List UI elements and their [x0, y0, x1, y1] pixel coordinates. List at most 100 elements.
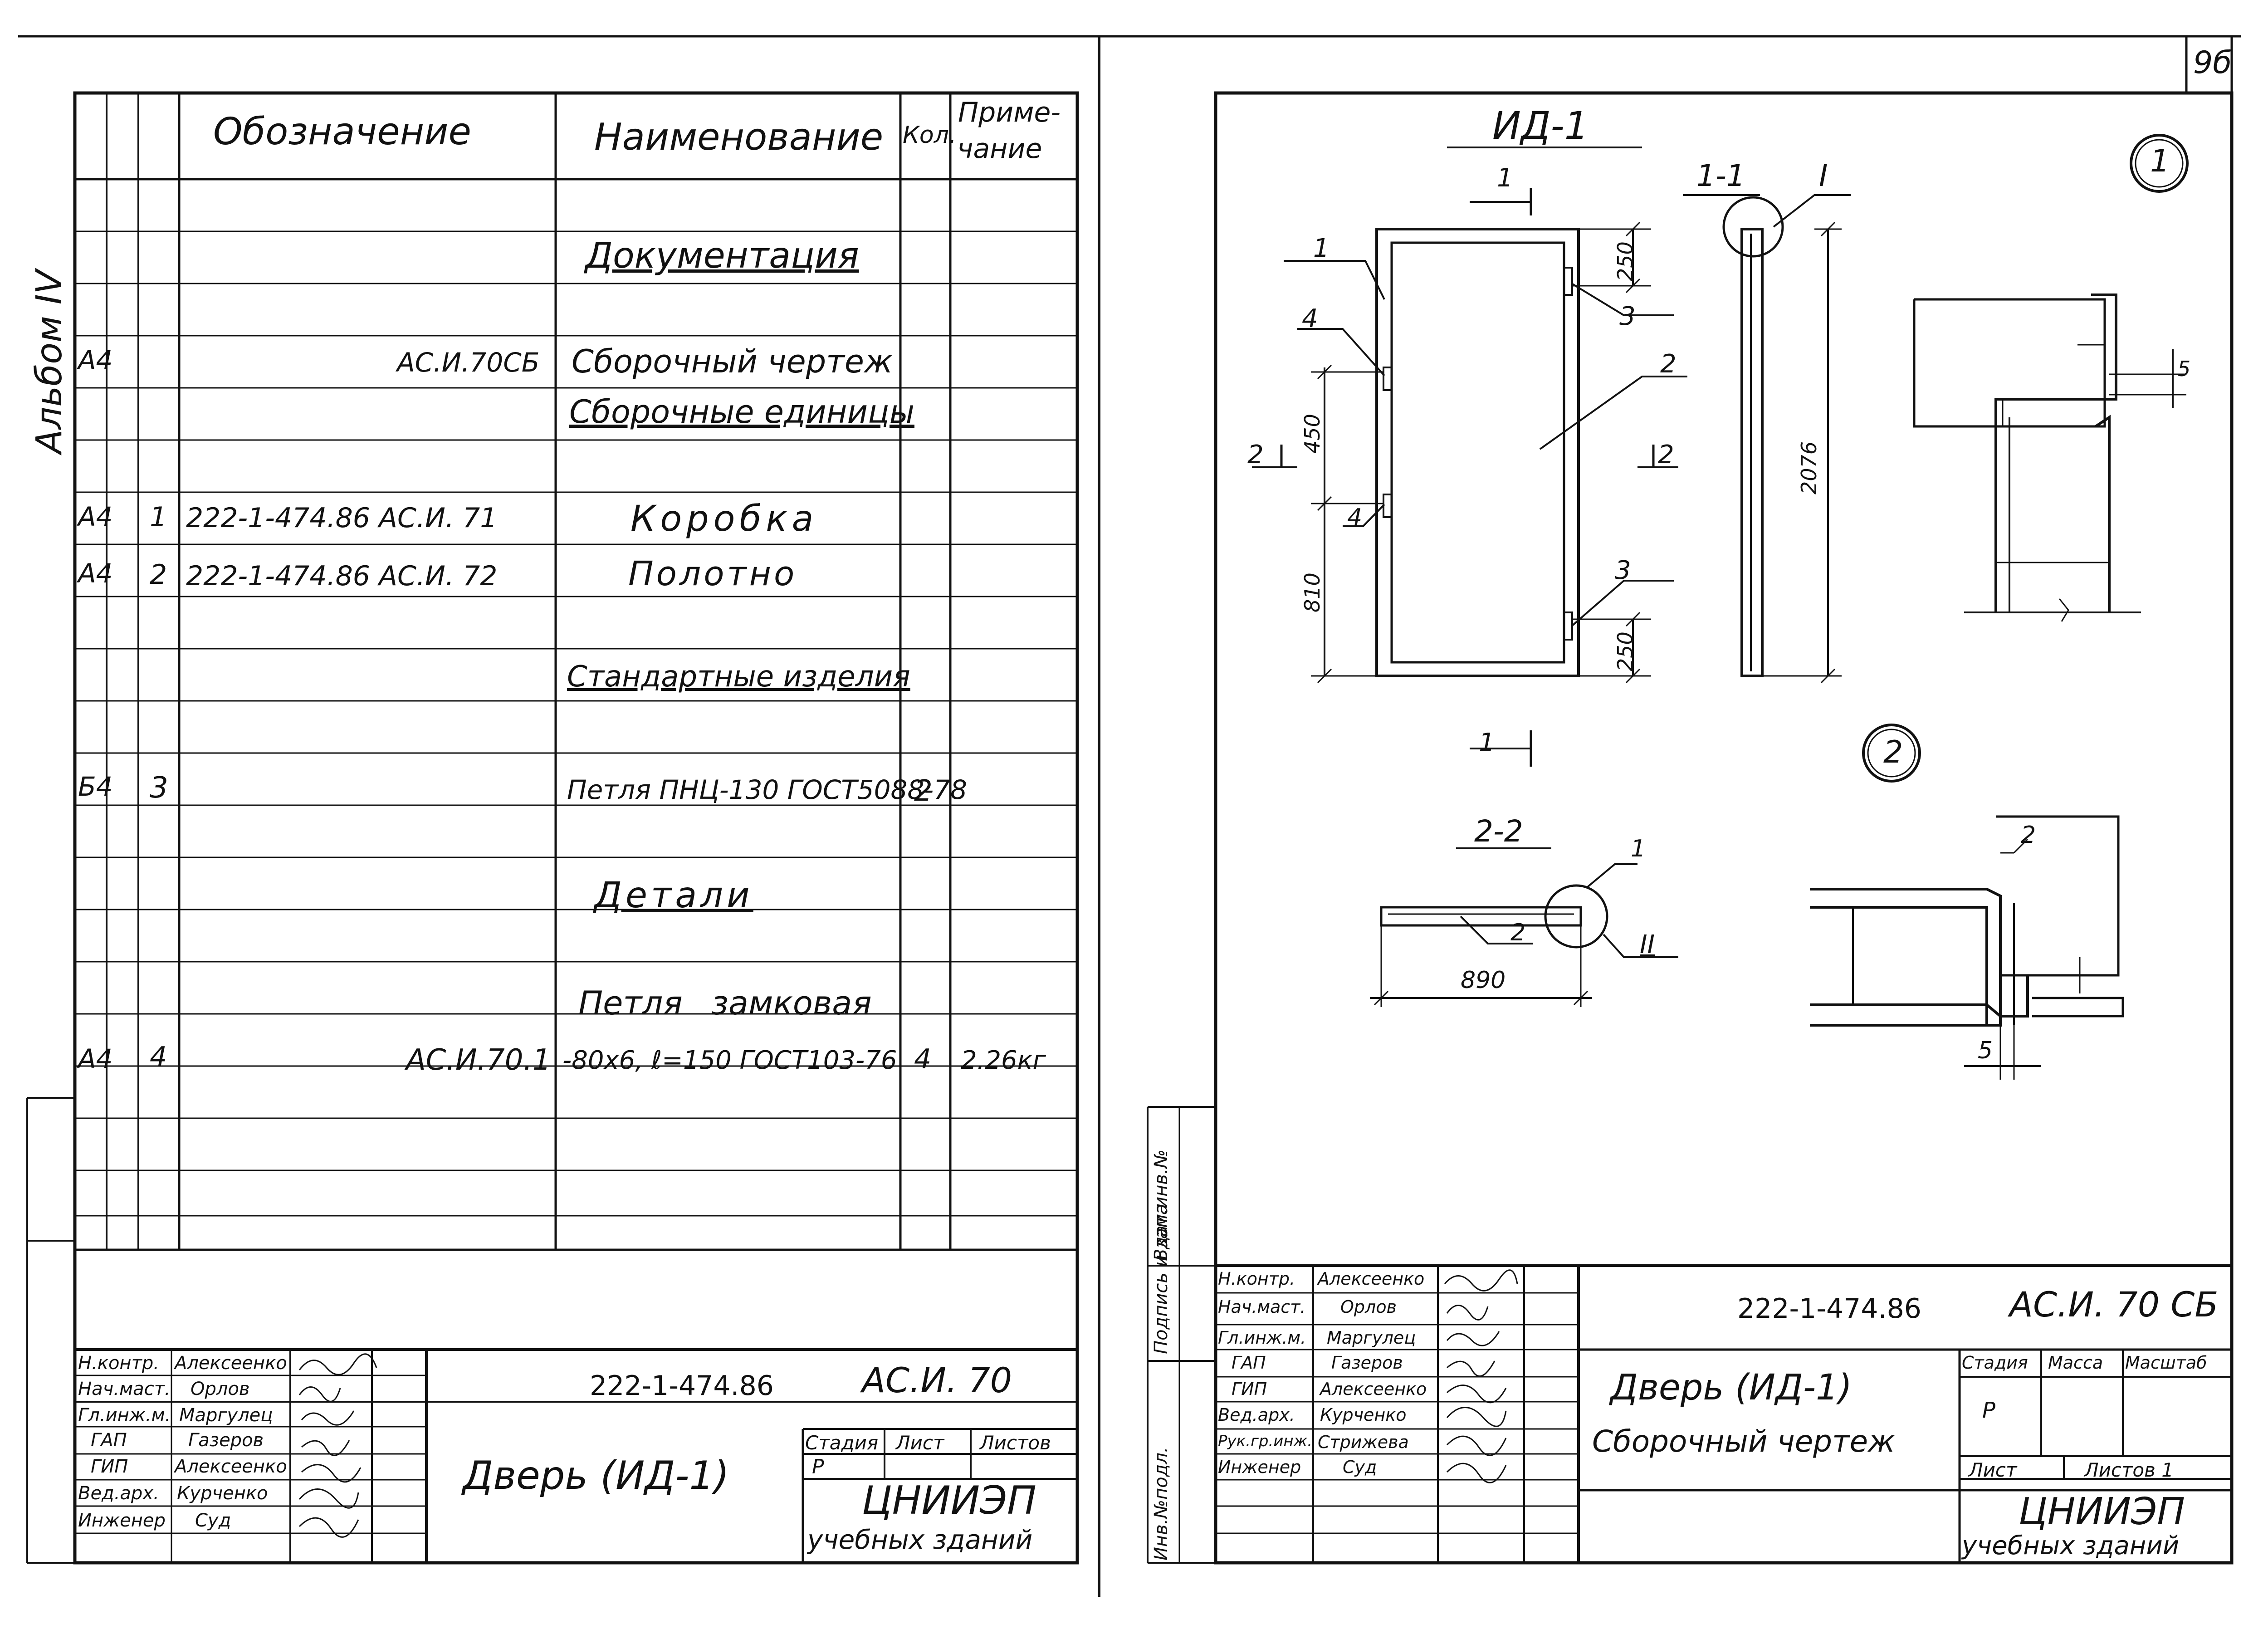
- right-sig-name: Газеров: [1331, 1353, 1403, 1373]
- page-number: 9б: [2193, 45, 2232, 81]
- door-elevation: [1252, 147, 1687, 767]
- right-stage-value: Р: [1982, 1398, 1995, 1423]
- right-sig-name: Алексеенко: [1320, 1379, 1427, 1399]
- node-I-label: I: [1819, 158, 1828, 193]
- right-sig-role: Инженер: [1218, 1457, 1301, 1477]
- signatures-right: [1444, 1269, 1518, 1483]
- right-sig-role: Гл.инж.м.: [1218, 1328, 1306, 1348]
- row-name: -80х6, ℓ=150 ГОСТ103-76: [562, 1046, 897, 1075]
- right-sig-name: Орлов: [1340, 1297, 1397, 1317]
- signatures-left: [298, 1353, 377, 1538]
- right-subtitle: Сборочный чертеж: [1592, 1424, 1895, 1459]
- row-qty: 4: [914, 1043, 932, 1075]
- header-note-1: Приме-: [958, 97, 1061, 128]
- right-sig-role: Н.контр.: [1218, 1269, 1295, 1289]
- row-format: А4: [78, 1043, 113, 1074]
- dim-5-node1: 5: [2177, 357, 2191, 381]
- row-name: Петля ПНЦ-130 ГОСТ5088-78: [567, 774, 968, 805]
- right-code: 222-1-474.86: [1737, 1293, 1921, 1325]
- cut-label-2-right: 2: [1658, 440, 1674, 470]
- row-note: 2.26кг: [961, 1046, 1046, 1075]
- cut-label-1-bottom: 1: [1479, 728, 1495, 758]
- row-format: Б4: [78, 771, 113, 802]
- row-pos: 4: [150, 1041, 167, 1073]
- node-II-label: II: [1640, 930, 1655, 959]
- left-sig-role: Нач.маст.: [78, 1379, 171, 1399]
- header-qty: Кол.: [903, 122, 957, 149]
- right-sig-role: Нач.маст.: [1218, 1297, 1306, 1317]
- row-name: Коробка: [631, 499, 818, 539]
- right-stage-label: Стадия: [1962, 1353, 2028, 1373]
- section-2-2: [1370, 847, 1678, 1007]
- drawing-title: ИД-1: [1492, 103, 1589, 148]
- section-1-1-label: 1-1: [1696, 158, 1745, 193]
- left-sig-role: Инженер: [78, 1510, 166, 1531]
- right-title: Дверь (ИД-1): [1610, 1367, 1853, 1408]
- row-designation: АС.И.70СБ: [397, 347, 540, 378]
- callout-3-bottom: 3: [1615, 556, 1631, 585]
- header-name: Наименование: [594, 116, 884, 159]
- row-name: Сборочный чертеж: [572, 343, 893, 380]
- right-org-2: учебных зданий: [1962, 1531, 2180, 1561]
- left-sig-name: Курченко: [177, 1483, 268, 1504]
- row-designation: 222-1-474.86 АС.И. 71: [186, 502, 498, 534]
- row-pos: 1: [150, 501, 167, 533]
- dim-810: 810: [1300, 572, 1325, 612]
- header-designation: Обозначение: [213, 110, 471, 153]
- right-sheets-label: Листов 1: [2084, 1459, 2174, 1481]
- node-1-detail: [1913, 134, 2189, 622]
- right-mass-label: Масса: [2048, 1353, 2103, 1373]
- cut-label-2-left: 2: [1247, 440, 1264, 470]
- right-sig-role: ГИП: [1232, 1379, 1267, 1399]
- left-stage-value: Р: [812, 1455, 824, 1478]
- circle-2-label: 2: [1883, 734, 1903, 770]
- callout-4-top: 4: [1302, 304, 1318, 333]
- dim-250-bottom: 250: [1613, 631, 1637, 671]
- right-sig-role: Рук.гр.инж.: [1218, 1432, 1312, 1450]
- left-stage-label: Стадия: [805, 1432, 879, 1454]
- album-label: Альбом IV: [29, 269, 70, 454]
- callout-1-sec22: 1: [1631, 835, 1646, 862]
- stamp-vzam-inv: Взам.инв.№: [1151, 1149, 1172, 1261]
- left-sig-role: Н.контр.: [78, 1353, 159, 1374]
- right-sig-name: Алексеенко: [1318, 1269, 1425, 1289]
- circle-1-label: 1: [2150, 143, 2170, 179]
- left-sig-name: Газеров: [188, 1430, 264, 1451]
- callout-4-bottom: 4: [1347, 504, 1363, 531]
- callout-2-node2: 2: [2021, 822, 2036, 849]
- row-name: Полотно: [628, 554, 797, 593]
- right-scale-label: Масштаб: [2125, 1353, 2207, 1373]
- left-sig-name: Суд: [195, 1510, 231, 1531]
- dim-890: 890: [1461, 967, 1506, 994]
- section-2-2-label: 2-2: [1474, 814, 1523, 849]
- left-sig-name: Маргулец: [179, 1405, 273, 1426]
- left-org-2: учебных зданий: [807, 1524, 1033, 1555]
- left-sig-role: Вед.арх.: [78, 1483, 159, 1504]
- callout-2-sec22: 2: [1510, 919, 1526, 946]
- callout-1: 1: [1313, 234, 1330, 263]
- row-format: А4: [78, 558, 113, 589]
- row-qty: 2: [914, 774, 933, 808]
- row-name: Петля замковая: [578, 984, 872, 1022]
- left-title: Дверь (ИД-1): [463, 1453, 729, 1498]
- dim-2076: 2076: [1797, 441, 1821, 494]
- row-designation: АС.И.70.1: [406, 1043, 551, 1077]
- stamp-inv-podl: Инв.№подл.: [1151, 1447, 1172, 1561]
- row-designation: 222-1-474.86 АС.И. 72: [186, 560, 498, 592]
- left-sig-role: ГИП: [91, 1456, 128, 1477]
- node-2-detail: [1810, 724, 2124, 1080]
- right-org-1: ЦНИИЭП: [2019, 1490, 2185, 1533]
- row-format: А4: [78, 345, 113, 376]
- right-doc: АС.И. 70 СБ: [2009, 1284, 2219, 1325]
- dim-250-top: 250: [1613, 241, 1637, 281]
- row-pos: 3: [150, 771, 168, 805]
- left-org-1: ЦНИИЭП: [862, 1478, 1036, 1523]
- right-sig-name: Суд: [1343, 1457, 1377, 1477]
- row-format: А4: [78, 501, 113, 532]
- section-1-1: [1683, 194, 1851, 684]
- section-assembly-units: Сборочные единицы: [569, 393, 914, 431]
- left-sig-name: Алексеенко: [175, 1456, 287, 1477]
- left-sheet-label: Лист: [896, 1432, 944, 1454]
- left-sig-name: Орлов: [191, 1379, 250, 1399]
